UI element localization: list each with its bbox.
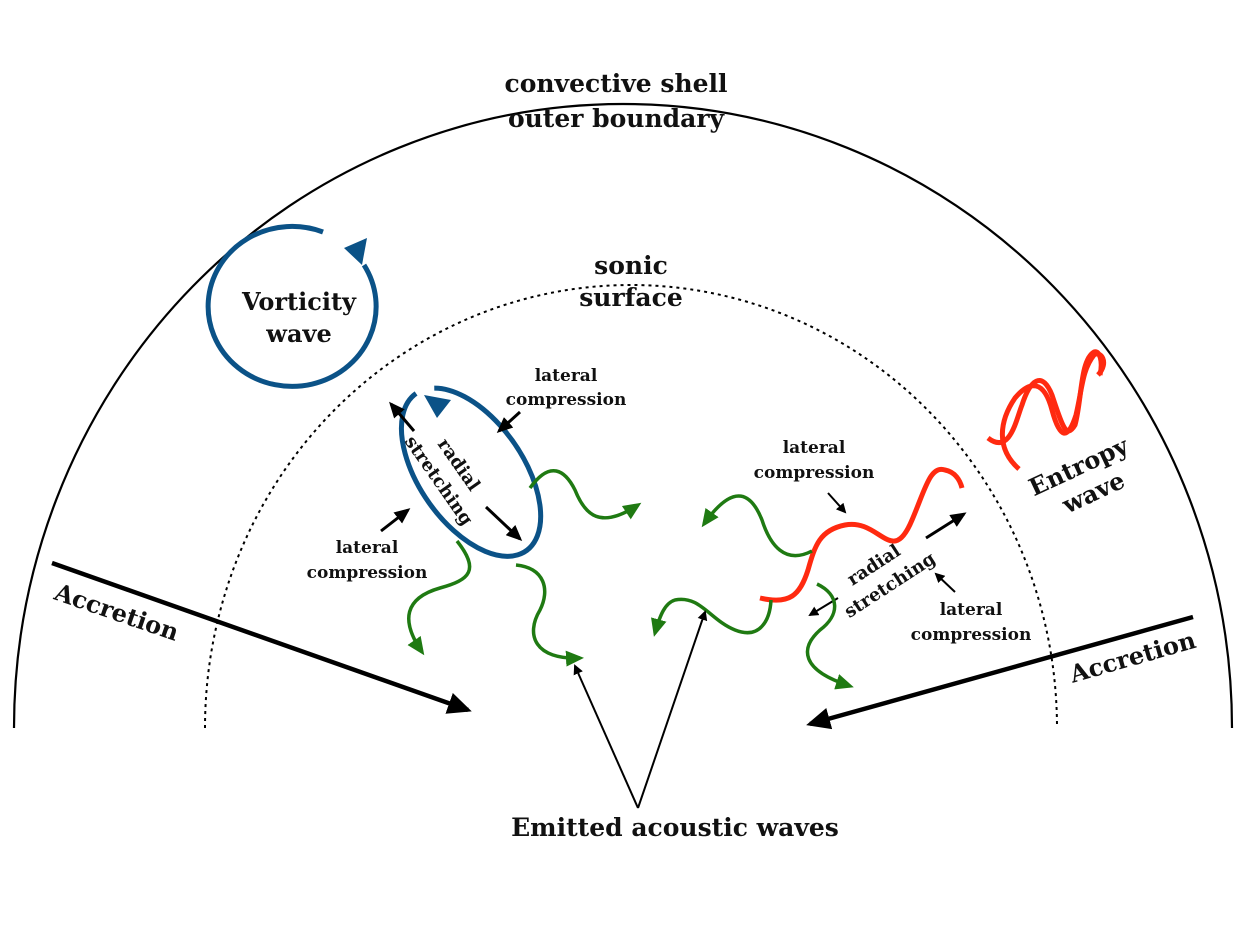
- lateral-compression-arrow-left-top: [496, 410, 522, 434]
- stretched-vortex-arrowhead: [424, 395, 451, 418]
- lateral-label-left-top: lateral: [535, 366, 598, 386]
- vorticity-label-line2: wave: [265, 319, 331, 348]
- sonic-surface-label-line2: surface: [579, 283, 683, 312]
- emitted-pointer-right: [637, 610, 708, 809]
- compression-label-right-top: compression: [754, 463, 875, 483]
- outer-boundary-label-line2: outer boundary: [508, 104, 726, 133]
- emitted-acoustic-label: Emitted acoustic waves: [511, 813, 839, 842]
- compression-label-left-bottom: compression: [307, 563, 428, 583]
- lateral-compression-arrow-right-bottom: [934, 572, 956, 593]
- emitted-pointer-left: [573, 664, 639, 809]
- sonic-surface-label-line1: sonic: [594, 251, 668, 280]
- lateral-label-left-bottom: lateral: [336, 538, 399, 558]
- vorticity-wave-arrowhead: [344, 238, 367, 265]
- acoustic-wave-6: [805, 582, 854, 690]
- accretion-arrow-right: [806, 614, 1194, 730]
- entropy-wave-outer-2: [986, 349, 1104, 445]
- acoustic-wave-3: [515, 563, 584, 667]
- sonic-surface-arc: [204, 284, 1058, 729]
- radial-stretch-arrow-in-left: [484, 505, 523, 542]
- vorticity-label-line1: Vorticity: [241, 287, 357, 316]
- vorticity-wave-circle: [205, 223, 379, 389]
- outer-boundary-label-line1: convective shell: [504, 69, 727, 98]
- lateral-label-right-bottom: lateral: [940, 600, 1003, 620]
- acoustic-wave-1: [528, 469, 642, 520]
- outer-boundary-arc: [12, 102, 1234, 729]
- stretched-vortex-ellipse: [398, 385, 544, 559]
- radial-stretch-arrow-out-left: [389, 401, 416, 432]
- acoustic-wave-2: [407, 539, 472, 656]
- lateral-compression-arrow-right-top: [827, 492, 847, 514]
- lateral-label-right-top: lateral: [783, 438, 846, 458]
- radial-stretch-arrow-out-right: [925, 512, 967, 540]
- entropy-wave-inner: [759, 466, 965, 603]
- acoustic-wave-5: [651, 597, 773, 637]
- compression-label-right-bottom: compression: [911, 625, 1032, 645]
- compression-label-left-top: compression: [506, 390, 627, 410]
- accretion-arrow-left: [51, 560, 472, 714]
- lateral-compression-arrow-left-bottom: [380, 508, 411, 533]
- acoustic-wave-4: [701, 494, 813, 558]
